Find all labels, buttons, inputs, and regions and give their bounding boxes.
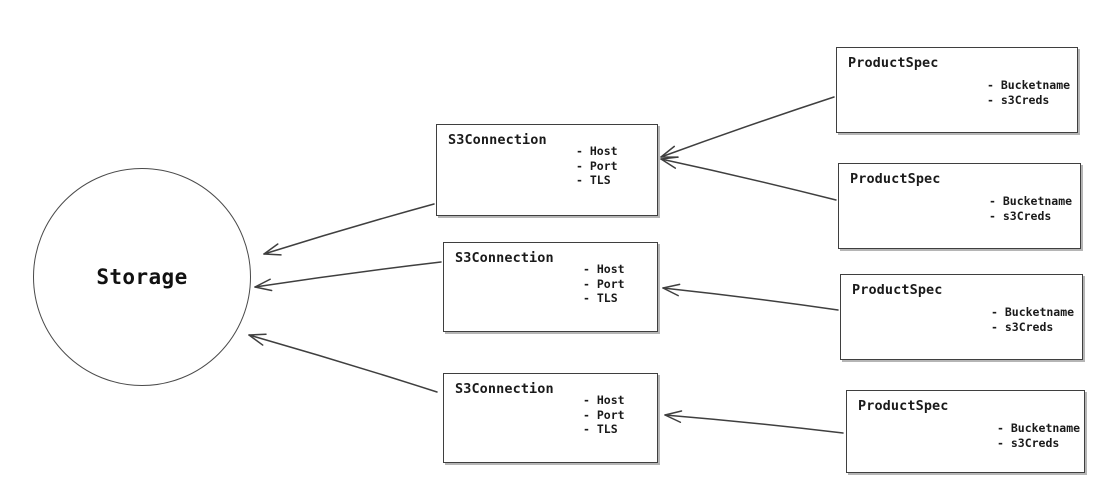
productspec-node-2-attributes: - Bucketname - s3Creds [989, 194, 1072, 223]
productspec-node-3-attributes: - Bucketname - s3Creds [991, 305, 1074, 334]
attribute-row: - s3Creds [991, 319, 1054, 334]
attribute-row: - Host [583, 393, 625, 407]
arrowhead-icon [660, 145, 679, 158]
edge-conn3-to-storage [248, 333, 438, 393]
attribute-row: - Host [583, 262, 625, 276]
arrowhead-icon [254, 278, 273, 292]
edge-conn1-to-storage [263, 203, 435, 256]
productspec-node-2[interactable]: ProductSpec - Bucketname - s3Creds [838, 163, 1081, 249]
s3connection-node-2-title: S3Connection [455, 250, 554, 266]
productspec-node-2-title: ProductSpec [850, 171, 941, 187]
attribute-row: - s3Creds [987, 92, 1050, 107]
edge-spec1-to-conn1 [660, 96, 835, 158]
productspec-node-1[interactable]: ProductSpec - Bucketname - s3Creds [836, 47, 1078, 133]
attribute-row: - Bucketname [987, 78, 1071, 92]
attribute-row: - TLS [576, 173, 611, 187]
attribute-row: - Host [576, 144, 618, 158]
s3connection-node-3-title: S3Connection [455, 381, 554, 397]
productspec-node-3-title: ProductSpec [852, 282, 943, 298]
attribute-row: - TLS [583, 422, 618, 436]
attribute-row: - Port [583, 407, 625, 422]
edge-spec3-to-conn2 [662, 283, 839, 311]
s3connection-node-1-title: S3Connection [448, 132, 547, 148]
productspec-node-4[interactable]: ProductSpec - Bucketname - s3Creds [846, 390, 1085, 473]
attribute-row: - TLS [583, 291, 618, 305]
s3connection-node-1[interactable]: S3Connection - Host - Port - TLS [436, 124, 658, 216]
arrowhead-icon [660, 156, 679, 169]
edge-conn2-to-storage [254, 261, 442, 292]
storage-node-label: Storage [96, 265, 188, 289]
attribute-row: - s3Creds [989, 208, 1052, 223]
attribute-row: - Bucketname [991, 305, 1075, 319]
attribute-row: - Port [583, 276, 625, 291]
attribute-row: - Port [576, 158, 618, 173]
attribute-row: - Bucketname [997, 421, 1081, 435]
productspec-node-1-attributes: - Bucketname - s3Creds [987, 78, 1070, 107]
arrowhead-icon [664, 410, 683, 424]
storage-node[interactable]: Storage [33, 168, 251, 386]
arrowhead-icon [662, 283, 681, 297]
edge-spec2-to-conn1 [660, 156, 837, 201]
s3connection-node-3[interactable]: S3Connection - Host - Port - TLS [443, 373, 658, 463]
s3connection-node-2[interactable]: S3Connection - Host - Port - TLS [443, 242, 658, 332]
attribute-row: - s3Creds [997, 435, 1060, 450]
s3connection-node-1-attributes: - Host - Port - TLS [576, 144, 618, 188]
productspec-node-1-title: ProductSpec [848, 55, 939, 71]
attribute-row: - Bucketname [989, 194, 1073, 208]
productspec-node-4-title: ProductSpec [858, 398, 949, 414]
edge-spec4-to-conn3 [664, 410, 844, 434]
s3connection-node-3-attributes: - Host - Port - TLS [583, 393, 625, 437]
productspec-node-3[interactable]: ProductSpec - Bucketname - s3Creds [840, 274, 1083, 360]
arrowhead-icon [263, 243, 282, 256]
arrowhead-icon [248, 333, 267, 346]
productspec-node-4-attributes: - Bucketname - s3Creds [997, 421, 1080, 450]
s3connection-node-2-attributes: - Host - Port - TLS [583, 262, 625, 306]
